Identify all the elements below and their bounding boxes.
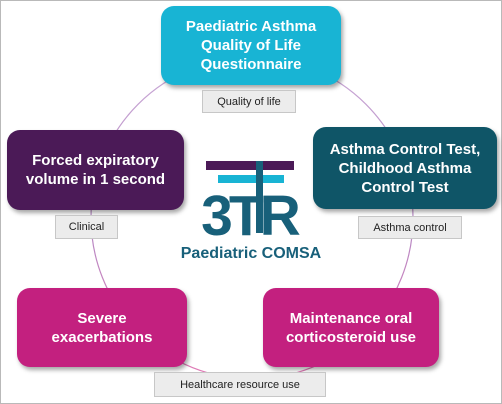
- maintenance-ocs-node: Maintenance oral corticosteroid use: [263, 288, 439, 367]
- clinical-tag: Clinical: [55, 215, 118, 239]
- quality-of-life-node: Paediatric Asthma Quality of Life Questi…: [161, 6, 341, 85]
- severe-exacerbations-node: Severe exacerbations: [17, 288, 187, 367]
- quality-of-life-node-label: Paediatric Asthma Quality of Life Questi…: [185, 18, 317, 73]
- quality-of-life-tag-label: Quality of life: [217, 95, 281, 108]
- center-subtitle: Paediatric COMSA: [180, 245, 322, 262]
- severe-exacerbations-node-label: Severe exacerbations: [51, 309, 153, 346]
- 3tr-logo: 3TR: [201, 161, 304, 247]
- maintenance-ocs-node-label: Maintenance oral corticosteroid use: [285, 309, 417, 346]
- asthma-control-node-label: Asthma Control Test, Childhood Asthma Co…: [329, 140, 481, 196]
- asthma-control-node: Asthma Control Test, Childhood Asthma Co…: [313, 127, 497, 209]
- fev1-node: Forced expiratory volume in 1 second: [7, 130, 184, 210]
- fev1-node-label: Forced expiratory volume in 1 second: [25, 152, 166, 188]
- healthcare-resource-tag-label: Healthcare resource use: [180, 378, 300, 391]
- asthma-control-tag: Asthma control: [358, 216, 462, 239]
- quality-of-life-tag: Quality of life: [202, 90, 296, 113]
- healthcare-resource-tag: Healthcare resource use: [154, 372, 326, 397]
- asthma-control-tag-label: Asthma control: [373, 221, 447, 234]
- logo-wordmark: 3TR: [201, 184, 300, 247]
- clinical-tag-label: Clinical: [68, 221, 105, 233]
